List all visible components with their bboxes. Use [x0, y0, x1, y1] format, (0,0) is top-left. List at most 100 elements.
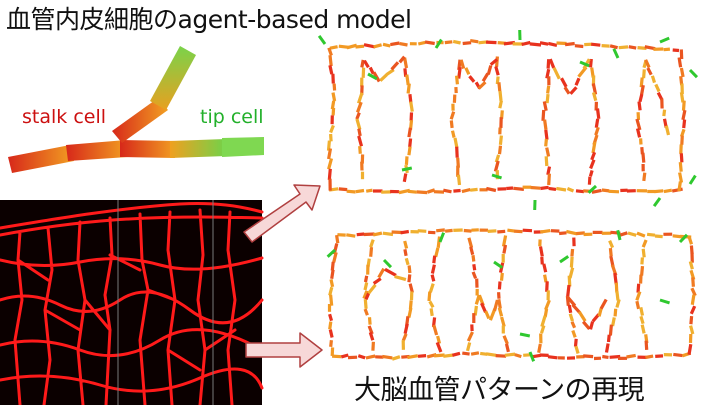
vessel-segment	[428, 190, 435, 192]
vessel-segment	[337, 235, 338, 243]
vessel-segment	[654, 191, 663, 192]
tip-segment	[520, 334, 530, 336]
vessel-segment	[543, 110, 544, 121]
vessel-segment	[629, 47, 637, 48]
vessel-segment	[331, 279, 333, 286]
vessel-segment	[495, 300, 498, 311]
vessel-segment	[330, 322, 331, 330]
vessel-segment	[499, 82, 500, 91]
vessel-segment	[410, 139, 411, 148]
vessel-segment	[458, 175, 459, 185]
vessel-segment	[434, 325, 437, 335]
stalk-cell	[66, 140, 128, 161]
vessel-segment	[461, 60, 464, 69]
vessel-segment	[643, 153, 644, 163]
vessel-segment	[639, 102, 640, 111]
vessel-segment	[469, 238, 472, 248]
vessel-segment	[575, 46, 583, 47]
vessel-segment	[369, 285, 376, 294]
vessel-segment	[548, 167, 550, 175]
vessel-segment	[374, 279, 381, 284]
vessel-segment	[341, 355, 348, 357]
vessel-segment	[473, 272, 476, 278]
vessel-segment	[459, 67, 461, 78]
vessel-segment	[541, 247, 543, 257]
vessel-segment	[346, 235, 355, 236]
vessel-segment	[358, 102, 362, 112]
vessel-segment	[609, 191, 619, 192]
vessel-segment	[359, 129, 360, 136]
tip-segment	[319, 36, 325, 44]
vessel-segment	[499, 282, 500, 290]
vessel-segment	[405, 249, 406, 256]
microscopy-image	[0, 200, 262, 405]
vessel-segment	[330, 330, 332, 338]
vessel-segment	[684, 101, 685, 111]
vessel-segment	[619, 47, 628, 48]
vessel-segment	[457, 147, 458, 158]
vessel-segment	[610, 248, 611, 256]
vessel-segment	[333, 93, 335, 102]
vessel-segment	[392, 357, 400, 360]
vessel-segment	[330, 47, 338, 49]
vessel-segment	[565, 44, 575, 45]
vessel-segment	[691, 316, 692, 324]
vessel-segment	[496, 356, 506, 357]
vessel-segment	[474, 264, 475, 270]
vessel-segment	[356, 191, 364, 192]
vessel-segment	[329, 149, 331, 160]
vessel-segment	[533, 355, 541, 356]
vessel-segment	[331, 134, 332, 141]
tip-segment	[690, 70, 697, 77]
vessel-segment	[641, 307, 643, 315]
tip-cell	[170, 139, 227, 158]
vessel-segment	[382, 356, 392, 358]
vessel-segment	[357, 119, 360, 130]
page-title: 血管内皮細胞のagent-based model	[6, 0, 412, 36]
vessel-segment	[330, 65, 332, 74]
vessel-segment	[453, 131, 455, 138]
vessel-segment	[591, 59, 592, 67]
vessel-segment	[546, 130, 547, 140]
vessel-segment	[497, 231, 505, 232]
vessel-segment	[571, 257, 572, 268]
vessel-segment	[656, 84, 659, 91]
stalk-cell	[120, 140, 176, 158]
vessel-segment	[407, 356, 417, 358]
vessel-segment	[576, 78, 579, 85]
vessel-segment	[505, 354, 515, 355]
vessel-segment	[486, 354, 496, 356]
vessel-segment	[506, 188, 513, 189]
vessel-segment	[332, 356, 341, 357]
vessel-segment	[405, 241, 407, 249]
vessel-segment	[371, 247, 372, 257]
vessel-segment	[637, 292, 640, 301]
vessel-segment	[347, 191, 356, 192]
vessel-segment	[434, 256, 435, 264]
vessel-segment	[499, 308, 501, 317]
vessel-segment	[602, 190, 609, 191]
vessel-segment	[513, 188, 524, 189]
vessel-segment	[602, 357, 608, 358]
vessel-segment	[548, 43, 557, 45]
tip-cell	[150, 46, 196, 110]
vessel-segment	[486, 188, 496, 190]
vessel-segment	[592, 190, 602, 192]
vessel-segment	[664, 110, 665, 116]
tip-segment	[614, 49, 618, 58]
vessel-segment	[452, 353, 460, 355]
pattern-caption: 大脳血管パターンの再現	[354, 368, 644, 407]
vessel-segment	[468, 343, 470, 351]
vessel-segment	[609, 335, 610, 342]
vessel-segment	[637, 233, 645, 236]
vessel-segment	[591, 44, 600, 45]
vessel-segment	[658, 93, 662, 100]
vessel-segment	[646, 341, 647, 350]
vessel-segment	[362, 60, 363, 68]
vessel-segment	[410, 284, 412, 293]
vessel-segment	[417, 192, 428, 193]
vessel-segment	[332, 270, 333, 279]
vessel-segment	[576, 233, 585, 234]
vessel-segment	[569, 276, 570, 287]
vessel-segment	[392, 62, 398, 69]
